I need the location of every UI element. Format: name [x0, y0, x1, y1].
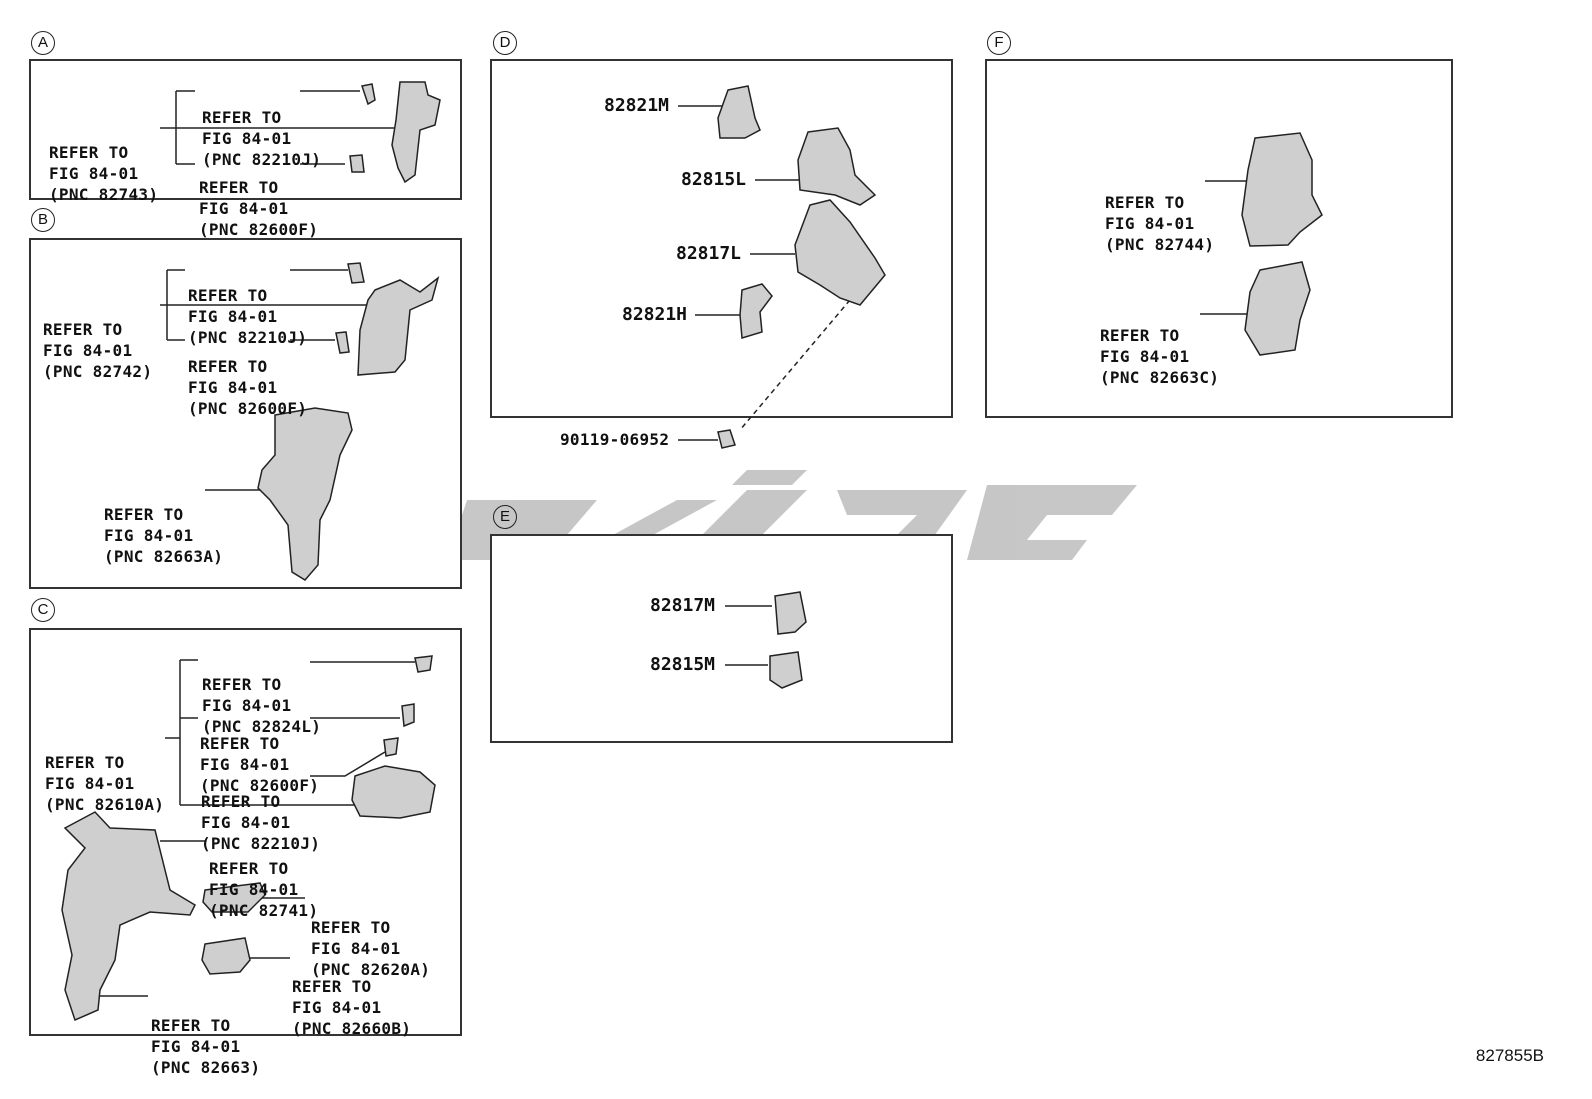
- section-label-f: F: [987, 31, 1011, 55]
- part-number-bolt: 90119-06952: [560, 430, 670, 449]
- panel-a: [29, 59, 462, 200]
- part-number-82821m: 82821M: [604, 95, 670, 116]
- section-label-b: B: [31, 208, 55, 232]
- section-label-a: A: [31, 31, 55, 55]
- part-number-82815m: 82815M: [650, 654, 716, 675]
- figure-code: 827855B: [1475, 1046, 1544, 1065]
- part-number-82821h: 82821H: [622, 304, 688, 325]
- section-label-d: D: [493, 31, 517, 55]
- part-number-82817l: 82817L: [676, 243, 742, 264]
- part-number-82815l: 82815L: [681, 169, 747, 190]
- section-label-e: E: [493, 505, 517, 529]
- part-number-82817m: 82817M: [650, 595, 716, 616]
- panel-e: [490, 534, 953, 743]
- section-label-c: C: [31, 598, 55, 622]
- panel-f: [985, 59, 1453, 418]
